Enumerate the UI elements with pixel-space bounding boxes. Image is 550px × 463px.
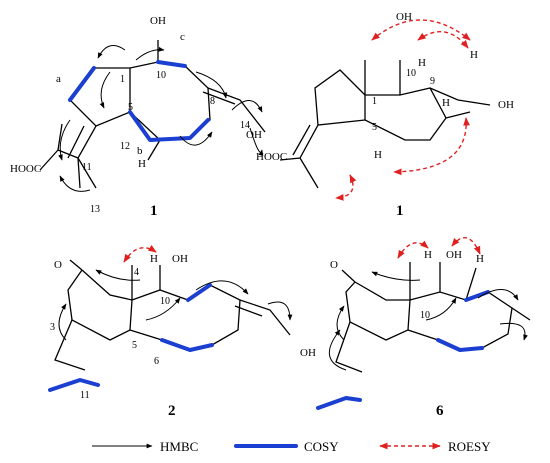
- atom-2-5: 5: [132, 340, 137, 351]
- hooc-label-r: HOOC: [256, 151, 287, 163]
- oh-label-2: OH: [172, 253, 188, 265]
- o-label-2: O: [54, 259, 62, 271]
- atom-2-4: 4: [134, 267, 139, 278]
- atom-2-11: 11: [80, 390, 90, 401]
- atom-5: 5: [128, 102, 133, 113]
- h-label-r3: H: [442, 97, 450, 109]
- h-label-6b: H: [476, 253, 484, 265]
- structure-1-correlations: OH a b c 1 5 10 8 14 12 11 13 H HOOC OH …: [10, 15, 266, 219]
- structure-2-correlations: O OH H OH 4 10 3 5 6 11 2: [48, 245, 316, 419]
- atom-r9: 9: [430, 76, 435, 87]
- h-label-r4: H: [374, 149, 382, 161]
- atom-11: 11: [82, 162, 92, 173]
- atom-12: 12: [120, 141, 130, 152]
- h-label-6a: H: [424, 249, 432, 261]
- hooc-label-1: HOOC: [10, 163, 41, 175]
- compound-2-label: 2: [168, 403, 176, 419]
- legend-cosy-label: COSY: [304, 439, 339, 454]
- atom-14: 14: [240, 120, 250, 131]
- compound-6-label: 6: [436, 403, 444, 419]
- atom-1: 1: [120, 74, 125, 85]
- atom-8: 8: [210, 96, 215, 107]
- o-label-6: O: [330, 259, 338, 271]
- atom-2-6: 6: [154, 356, 159, 367]
- legend-roesy-label: ROESY: [448, 439, 491, 454]
- h-label-r2: H: [470, 49, 478, 61]
- h-label-2: H: [150, 253, 158, 265]
- atom-10: 10: [156, 70, 166, 81]
- compound-1-label: 1: [150, 203, 158, 219]
- oh-label-r2: OH: [498, 99, 514, 111]
- h-label-5: H: [138, 158, 146, 170]
- oh-label-6: OH: [446, 249, 462, 261]
- atom-13: 13: [90, 204, 100, 215]
- atom-2-3: 3: [50, 322, 55, 333]
- oh-label-1: OH: [150, 15, 166, 27]
- structure-6-correlations: O OH H H 10 6: [316, 237, 531, 419]
- atom-r10: 10: [406, 68, 416, 79]
- oh-label-r: OH: [396, 11, 412, 23]
- compound-1-label-r: 1: [396, 203, 404, 219]
- cosy-label-b: b: [137, 145, 143, 157]
- atom-r1: 1: [372, 96, 377, 107]
- structure-1-roesy: OH H H H H OH HOOC 1 5 10 9 1: [256, 11, 514, 219]
- atom-6-10: 10: [420, 310, 430, 321]
- atom-r5: 5: [372, 122, 377, 133]
- legend-hmbc-label: HMBC: [160, 439, 198, 454]
- oh-label-14: OH: [246, 129, 262, 141]
- atom-2-10: 10: [160, 296, 170, 307]
- cosy-label-a: a: [56, 73, 61, 85]
- h-label-r1: H: [418, 57, 426, 69]
- cosy-label-c: c: [180, 31, 185, 43]
- oh-label-2b: OH: [300, 347, 316, 359]
- legend: HMBC COSY ROESY: [92, 439, 491, 454]
